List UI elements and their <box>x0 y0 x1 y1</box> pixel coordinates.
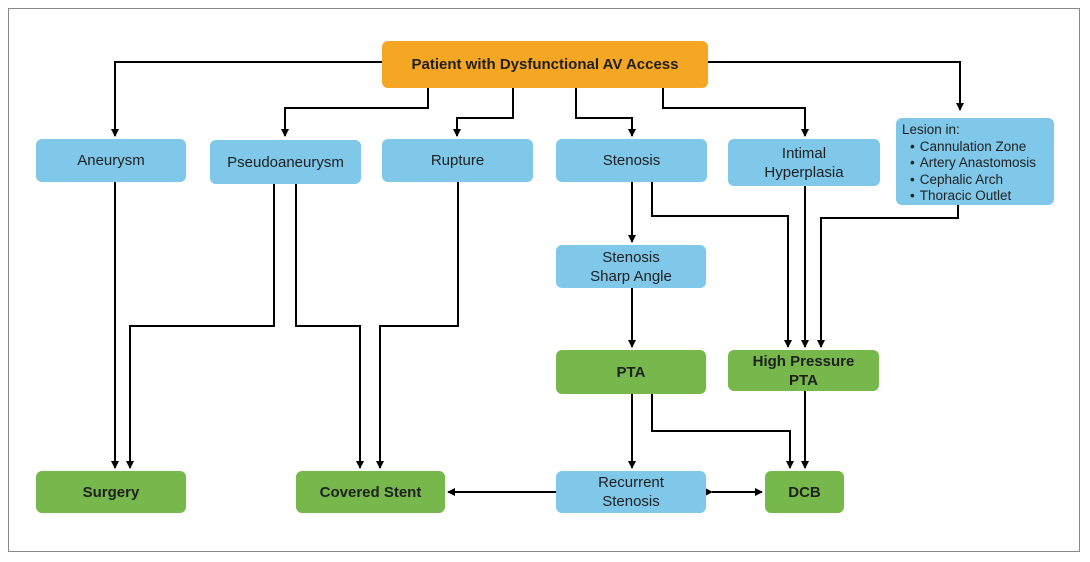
link-pseudo-stent <box>295 184 364 469</box>
node-dcb: DCB <box>765 471 844 513</box>
node-label-line-2: PTA <box>789 371 818 389</box>
node-recurrent-stenosis: Recurrent Stenosis <box>556 471 706 513</box>
node-label: Aneurysm <box>77 152 145 169</box>
link-lesion-hppta <box>817 205 959 348</box>
node-label: Patient with Dysfunctional AV Access <box>411 56 679 73</box>
node-covered-stent: Covered Stent <box>296 471 445 513</box>
node-label-line-2: Sharp Angle <box>590 267 672 285</box>
node-rupture: Rupture <box>382 139 533 182</box>
node-label-line-2: Hyperplasia <box>764 163 844 181</box>
node-pseudoaneurysm: Pseudoaneurysm <box>210 140 361 184</box>
lesion-item: Cephalic Arch <box>910 172 1036 189</box>
link-root-rupture <box>453 88 514 137</box>
node-stenosis-sharp-angle: Stenosis Sharp Angle <box>556 245 706 288</box>
lesion-item: Artery Anastomosis <box>910 155 1036 172</box>
node-surgery: Surgery <box>36 471 186 513</box>
diagram-frame <box>8 8 1080 552</box>
node-label-line-1: Recurrent <box>598 474 664 491</box>
node-label: Surgery <box>82 483 140 501</box>
lesion-list: Cannulation Zone Artery Anastomosis Ceph… <box>902 139 1036 205</box>
lesion-item-text: Artery Anastomosis <box>919 155 1037 170</box>
lesion-content: Lesion in: Cannulation Zone Artery Anast… <box>902 122 1036 205</box>
node-label-line-2: Stenosis <box>602 493 660 510</box>
lesion-item-text: Thoracic Outlet <box>919 188 1012 203</box>
node-label: DCB <box>788 483 821 501</box>
link-root-intimal <box>662 88 809 137</box>
lesion-item: Thoracic Outlet <box>910 188 1036 205</box>
node-label-line-1: High Pressure <box>752 352 855 370</box>
node-label-stack: High Pressure PTA <box>753 352 855 390</box>
node-intimal-hyperplasia: Intimal Hyperplasia <box>728 139 880 186</box>
link-root-stenosis <box>575 88 636 137</box>
node-pta: PTA <box>556 350 706 394</box>
node-label: Pseudoaneurysm <box>227 153 344 171</box>
node-patient-dysfunctional-av-access: Patient with Dysfunctional AV Access <box>382 41 708 88</box>
node-label-stack: Recurrent Stenosis <box>598 473 664 511</box>
node-label: Covered Stent <box>319 483 422 501</box>
lesion-title: Lesion in: <box>902 122 960 137</box>
lesion-item-text: Cephalic Arch <box>919 171 1004 187</box>
node-label-line-1: Intimal <box>781 144 827 162</box>
node-label-line-1: Stenosis <box>602 248 660 266</box>
node-lesion-in: Lesion in: Cannulation Zone Artery Anast… <box>896 118 1054 205</box>
link-pta-dcb <box>651 394 794 469</box>
node-label: PTA <box>616 363 646 381</box>
lesion-item: Cannulation Zone <box>910 139 1036 156</box>
node-label: Stenosis <box>602 152 661 169</box>
node-stenosis: Stenosis <box>556 139 707 182</box>
link-root-aneurysm <box>111 61 382 137</box>
node-aneurysm: Aneurysm <box>36 139 186 182</box>
node-label-stack: Intimal Hyperplasia <box>764 144 843 182</box>
link-root-pseudoaneurysm <box>281 88 429 137</box>
link-root-lesion <box>708 61 964 111</box>
link-rupture-stent <box>376 182 459 469</box>
node-label: Rupture <box>430 152 485 169</box>
node-high-pressure-pta: High Pressure PTA <box>728 350 879 391</box>
link-pseudo-surgery <box>126 184 275 469</box>
node-label-stack: Stenosis Sharp Angle <box>590 248 672 286</box>
link-stenosis-hppta <box>651 182 792 348</box>
lesion-item-text: Cannulation Zone <box>919 138 1027 154</box>
